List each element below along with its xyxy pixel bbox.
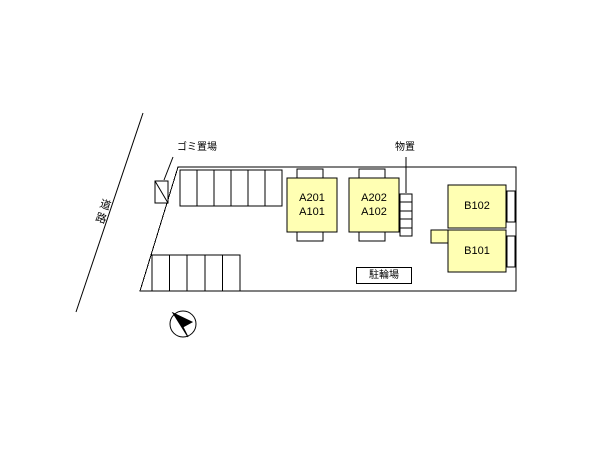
building-a-west-label: A201 A101 bbox=[287, 178, 337, 232]
storage-shed bbox=[399, 193, 413, 237]
building-a-east-balcony-top bbox=[358, 168, 386, 179]
building-a-west-upper-unit: A201 bbox=[299, 191, 325, 204]
road-line bbox=[75, 112, 144, 313]
building-b-lower-step bbox=[430, 229, 449, 244]
building-b-upper-balcony bbox=[506, 190, 516, 223]
garbage-area-diagonal bbox=[154, 180, 169, 204]
parking-row-bottom bbox=[151, 254, 241, 292]
building-a-east-upper-unit: A202 bbox=[361, 191, 387, 204]
building-a-west-lower-unit: A101 bbox=[299, 206, 325, 218]
building-b-lower-balcony bbox=[506, 235, 516, 268]
building-a-west-balcony-top bbox=[296, 168, 324, 179]
building-b-upper-unit: B102 bbox=[464, 200, 490, 213]
building-b-lower-label: B101 bbox=[448, 230, 506, 272]
parking-row-top bbox=[179, 169, 283, 207]
building-b-lower-unit: B101 bbox=[464, 244, 490, 257]
north-arrow-icon bbox=[169, 310, 197, 338]
building-a-west-balcony-bottom bbox=[296, 231, 324, 242]
bicycle-parking-label: 駐輪場 bbox=[356, 267, 412, 284]
garbage-area-label: ゴミ置場 bbox=[177, 142, 217, 153]
building-b-upper-label: B102 bbox=[448, 185, 506, 228]
building-a-east-balcony-bottom bbox=[358, 231, 386, 242]
garbage-leader-line bbox=[163, 156, 174, 181]
site-boundary bbox=[139, 166, 517, 292]
storage-label: 物置 bbox=[395, 142, 415, 153]
building-a-east-label: A202 A102 bbox=[349, 178, 399, 232]
building-b-upper bbox=[447, 184, 507, 229]
building-b-lower bbox=[447, 229, 507, 273]
building-a-east-lower-unit: A102 bbox=[361, 206, 387, 218]
